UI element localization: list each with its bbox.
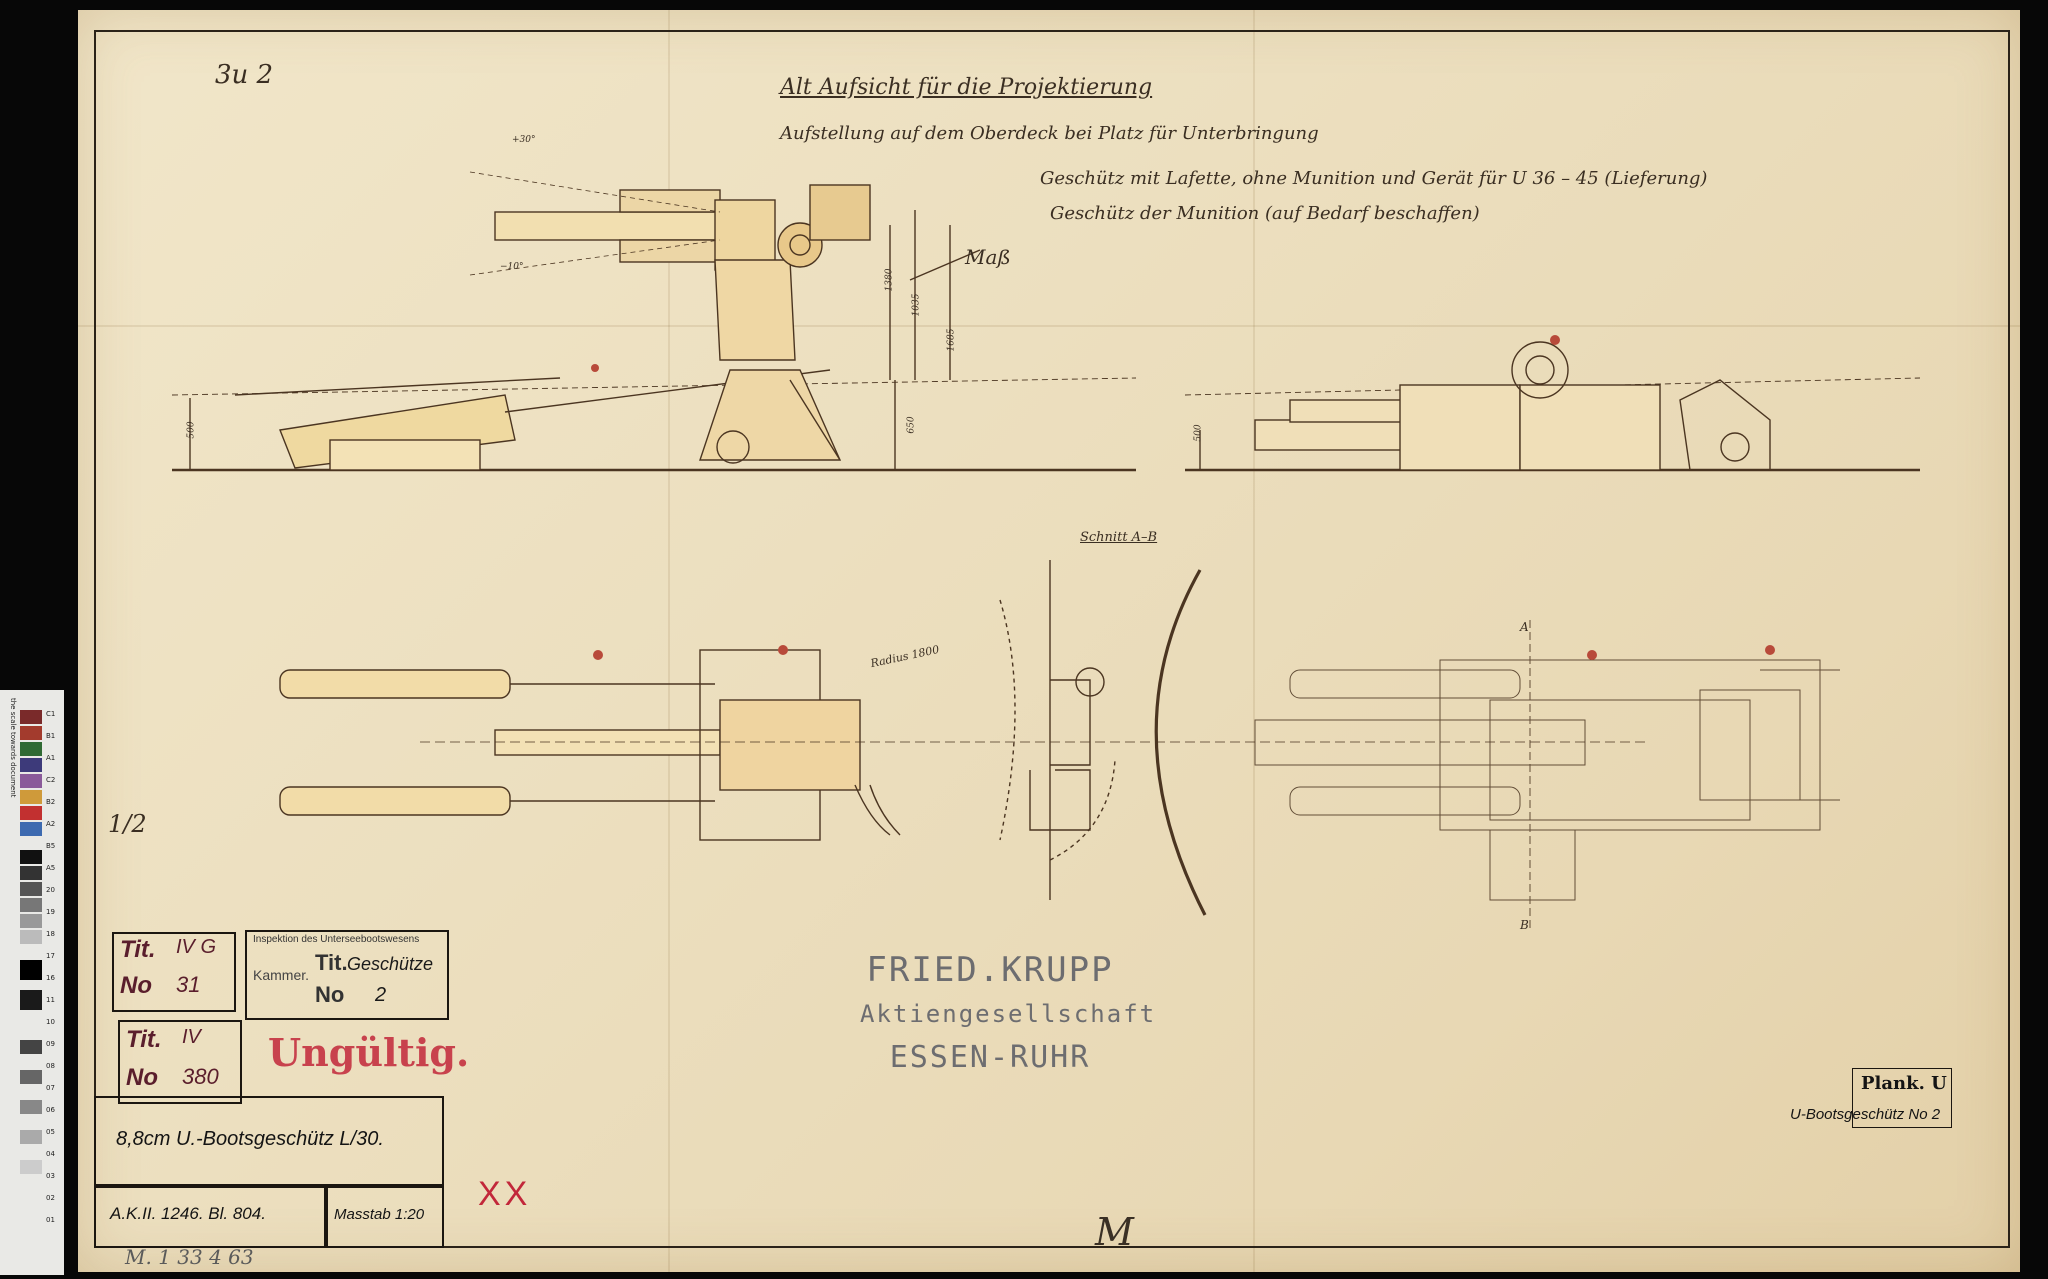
gun-plan-right — [1254, 620, 1840, 930]
swatch-11 — [20, 882, 42, 896]
side-number: 1/2 — [108, 810, 147, 838]
drawing-scale: Masstab 1:20 — [334, 1206, 425, 1223]
fold-line-horizontal — [78, 325, 2020, 327]
dim-500-left: 500 — [186, 421, 197, 439]
swatch-18 — [20, 1070, 42, 1084]
section-mark-a: A — [1520, 620, 1529, 634]
section-label: Schnitt A–B — [1080, 530, 1158, 545]
drawing-sheet — [78, 10, 2020, 1272]
swatch-14 — [20, 930, 42, 944]
note-line-1: Alt Aufsicht für die Projektierung — [780, 75, 1153, 100]
swatch-1 — [20, 710, 42, 724]
swatch-9 — [20, 850, 42, 864]
krupp-stamp-line3: ESSEN-RUHR — [889, 1040, 1091, 1075]
bottom-initial: M — [1095, 1210, 1134, 1254]
dim-500-right: 500 — [1193, 424, 1204, 442]
swatch-19 — [20, 1100, 42, 1114]
title-block-scale: Masstab 1:20 — [324, 1184, 444, 1248]
note-line-3: Geschütz mit Lafette, ohne Munition und … — [1040, 168, 1708, 189]
stamp-tit-1: Tit. IV G No 31 — [112, 932, 236, 1012]
angle-up: +30° — [512, 135, 536, 145]
card-label: 01 — [46, 1216, 55, 1224]
card-label: 20 — [46, 886, 55, 894]
swatch-15 — [20, 960, 42, 980]
bottom-archive-code: M. 1 33 4 63 — [125, 1245, 254, 1269]
corner-note: 3u 2 — [215, 60, 274, 90]
card-label: A1 — [46, 754, 56, 762]
stamp-ungueltig: Ungültig. — [268, 1030, 470, 1075]
dim-650: 650 — [906, 416, 917, 434]
gun-mounted-side — [234, 171, 871, 464]
dim-1380: 1380 — [884, 268, 895, 292]
section-mark-b: B — [1520, 918, 1529, 932]
card-label: 04 — [46, 1150, 55, 1158]
swatch-4 — [20, 758, 42, 772]
fold-line-vertical-2 — [1253, 10, 1255, 1272]
dim-1035: 1035 — [911, 293, 922, 317]
drawing-border — [94, 30, 2010, 1248]
card-label: 10 — [46, 1018, 55, 1026]
krupp-stamp-line1: FRIED.KRUPP — [866, 950, 1114, 990]
dim-1685: 1685 — [946, 328, 957, 352]
drawing-reference: A.K.II. 1246. Bl. 804. — [110, 1204, 266, 1223]
krupp-stamp-line2: Aktiengesellschaft — [860, 1000, 1157, 1028]
swatch-2 — [20, 726, 42, 740]
title-block-ref: A.K.II. 1246. Bl. 804. — [94, 1184, 328, 1248]
card-label: C2 — [46, 776, 56, 784]
swatch-16 — [20, 990, 42, 1010]
card-label: B5 — [46, 842, 56, 850]
swatch-20 — [20, 1130, 42, 1144]
card-label: 02 — [46, 1194, 55, 1202]
swatch-8 — [20, 822, 42, 836]
swatch-10 — [20, 866, 42, 880]
card-label: B2 — [46, 798, 56, 806]
note-line-4: Geschütz der Munition (auf Bedarf bescha… — [1050, 203, 1480, 224]
red-cross-marks: XX — [478, 1175, 532, 1213]
note-mass: Maß — [965, 245, 1011, 269]
fold-line-vertical-1 — [668, 10, 670, 1272]
card-label: 09 — [46, 1040, 55, 1048]
stamp-plank-subtitle: U-Bootsgeschütz No 2 — [1790, 1106, 1941, 1123]
swatch-5 — [20, 774, 42, 788]
card-label: 18 — [46, 930, 55, 938]
card-label: 11 — [46, 996, 55, 1004]
swatch-7 — [20, 806, 42, 820]
gun-stowed-side — [279, 369, 831, 471]
card-label: C1 — [46, 710, 56, 718]
swatch-6 — [20, 790, 42, 804]
card-label: 06 — [46, 1106, 55, 1114]
card-label: 07 — [46, 1084, 55, 1092]
note-line-2: Aufstellung auf dem Oberdeck bei Platz f… — [780, 123, 1319, 144]
card-label: A2 — [46, 820, 56, 828]
title-block-main: 8,8cm U.-Bootsgeschütz L/30. — [94, 1096, 444, 1188]
stamp-tit-2: Tit. IV No 380 — [118, 1020, 242, 1104]
card-label: 16 — [46, 974, 55, 982]
card-label: 19 — [46, 908, 55, 916]
gun-plan-left — [279, 599, 1650, 841]
drawing-title: 8,8cm U.-Bootsgeschütz L/30. — [116, 1128, 384, 1150]
swatch-21 — [20, 1160, 42, 1174]
stamp-inspektion: Inspektion des Unterseebootswesens Kamme… — [245, 930, 449, 1020]
swatch-17 — [20, 1040, 42, 1054]
swatch-13 — [20, 914, 42, 928]
swatch-12 — [20, 898, 42, 912]
card-label: 05 — [46, 1128, 55, 1136]
card-label: B1 — [46, 732, 56, 740]
section-ab — [1029, 560, 1207, 916]
swatch-3 — [20, 742, 42, 756]
card-label: 03 — [46, 1172, 55, 1180]
card-label: A5 — [46, 864, 56, 872]
card-label: 17 — [46, 952, 55, 960]
gun-side-right — [1199, 341, 1771, 471]
stamp-plank: Plank. U — [1852, 1068, 1952, 1128]
card-label: 08 — [46, 1062, 55, 1070]
angle-down: −10° — [500, 262, 524, 272]
